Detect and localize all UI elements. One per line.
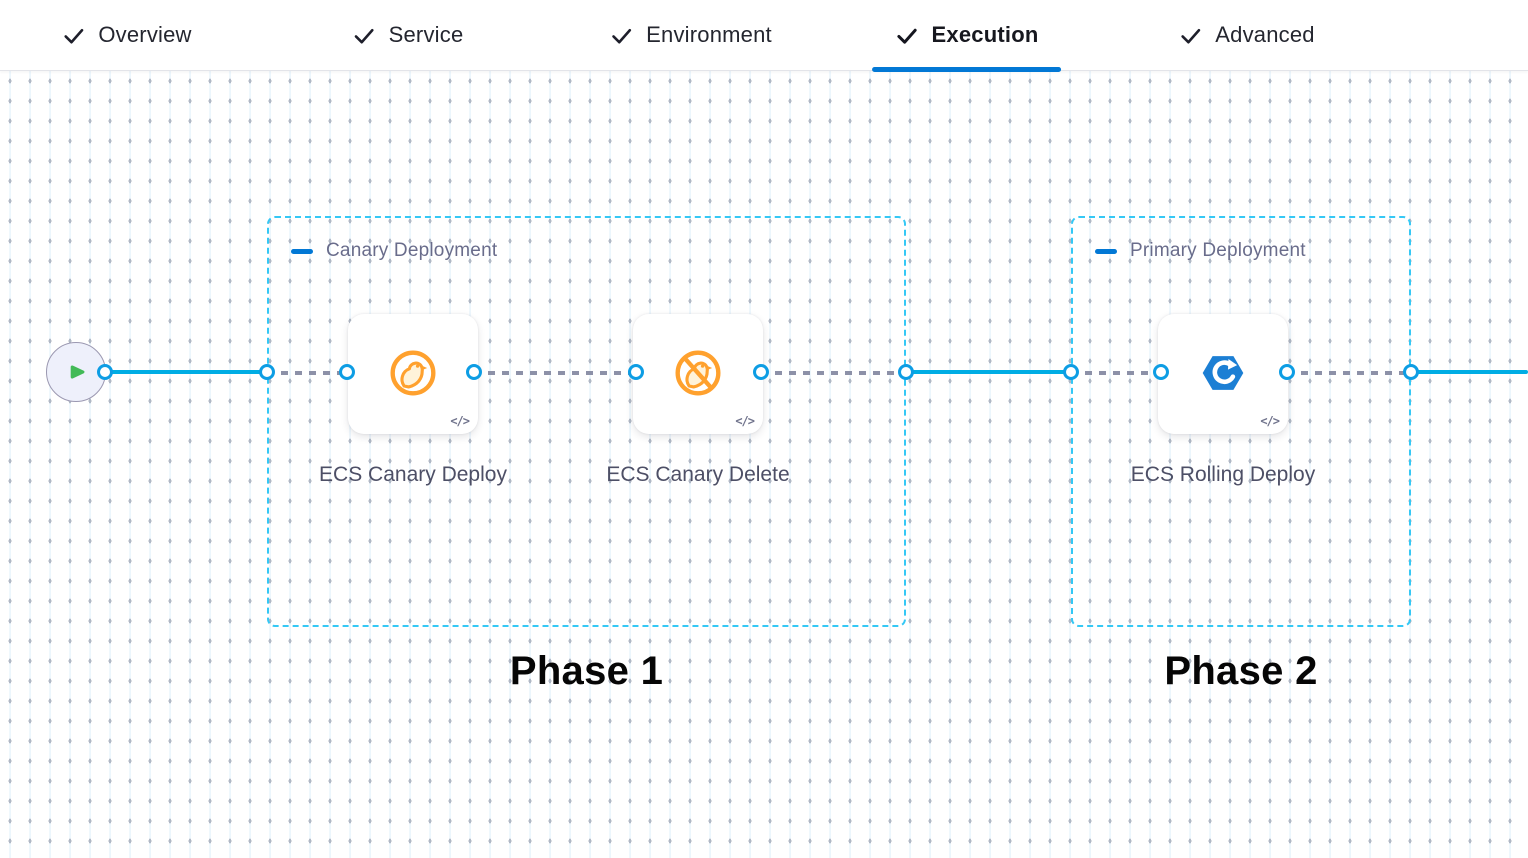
tab-advanced[interactable]: Advanced <box>1179 0 1315 70</box>
port-dot[interactable] <box>339 364 355 380</box>
link-stage2-to-end <box>1409 370 1528 374</box>
port-dot[interactable] <box>259 364 275 380</box>
port-dot[interactable] <box>1063 364 1079 380</box>
port-dot[interactable] <box>1279 364 1295 380</box>
stage-group-primary-deployment[interactable]: Primary Deployment <box>1071 216 1411 627</box>
check-icon <box>896 24 919 47</box>
tab-execution-label: Execution <box>931 22 1039 47</box>
step-ecs-canary-deploy[interactable]: </> <box>348 314 478 434</box>
step-label-ecs-rolling-deploy: ECS Rolling Deploy <box>1130 463 1316 486</box>
pipeline-canvas[interactable]: Canary Deployment Primary Deployment <box>0 71 1528 858</box>
port-dot[interactable] <box>1403 364 1419 380</box>
stage-title: Primary Deployment <box>1130 240 1306 261</box>
stage-group-canary-deployment[interactable]: Canary Deployment <box>267 216 906 627</box>
collapse-minus-icon[interactable] <box>1095 248 1117 254</box>
step-ecs-canary-delete[interactable]: </> <box>633 314 763 434</box>
check-icon <box>610 24 633 47</box>
stage-title: Canary Deployment <box>326 240 498 261</box>
link-stage1-to-step1 <box>267 371 347 375</box>
link-stage1-to-stage2 <box>904 370 1073 374</box>
link-step1-to-step2 <box>474 371 636 375</box>
pipeline-stage-tab-bar: Overview Service Environment Execution A… <box>0 0 1528 71</box>
link-step3-to-stage2-exit <box>1287 371 1411 375</box>
link-stage2-to-step3 <box>1071 371 1161 375</box>
code-icon[interactable]: </> <box>1260 414 1280 428</box>
port-dot[interactable] <box>97 364 113 380</box>
tab-advanced-label: Advanced <box>1215 22 1315 47</box>
ecs-canary-deploy-icon <box>388 348 438 434</box>
tab-service[interactable]: Service <box>353 0 464 70</box>
step-label-ecs-canary-deploy: ECS Canary Deploy <box>319 463 507 486</box>
tab-execution[interactable]: Execution <box>896 0 1039 70</box>
code-icon[interactable]: </> <box>450 414 470 428</box>
phase-2-label: Phase 2 <box>1164 649 1318 693</box>
tab-environment[interactable]: Environment <box>610 0 772 70</box>
tab-service-label: Service <box>388 22 464 47</box>
port-dot[interactable] <box>466 364 482 380</box>
tab-environment-label: Environment <box>646 22 772 47</box>
ecs-canary-delete-icon <box>673 348 723 434</box>
step-label-ecs-canary-delete: ECS Canary Delete <box>606 463 790 486</box>
tab-overview[interactable]: Overview <box>62 0 191 70</box>
collapse-minus-icon[interactable] <box>291 248 313 254</box>
check-icon <box>62 24 85 47</box>
port-dot[interactable] <box>753 364 769 380</box>
check-icon <box>1179 24 1202 47</box>
port-dot[interactable] <box>1153 364 1169 380</box>
ecs-rolling-deploy-icon <box>1198 348 1248 434</box>
step-ecs-rolling-deploy[interactable]: </> <box>1158 314 1288 434</box>
code-icon[interactable]: </> <box>735 414 755 428</box>
port-dot[interactable] <box>628 364 644 380</box>
link-step2-to-stage1-exit <box>761 371 906 375</box>
check-icon <box>353 24 376 47</box>
port-dot[interactable] <box>898 364 914 380</box>
stage-header-primary[interactable]: Primary Deployment <box>1095 240 1306 262</box>
phase-1-label: Phase 1 <box>509 649 664 693</box>
play-icon <box>61 357 91 387</box>
tab-overview-label: Overview <box>98 22 192 47</box>
stage-header-canary[interactable]: Canary Deployment <box>291 240 497 262</box>
link-start-to-stage1 <box>105 370 269 374</box>
